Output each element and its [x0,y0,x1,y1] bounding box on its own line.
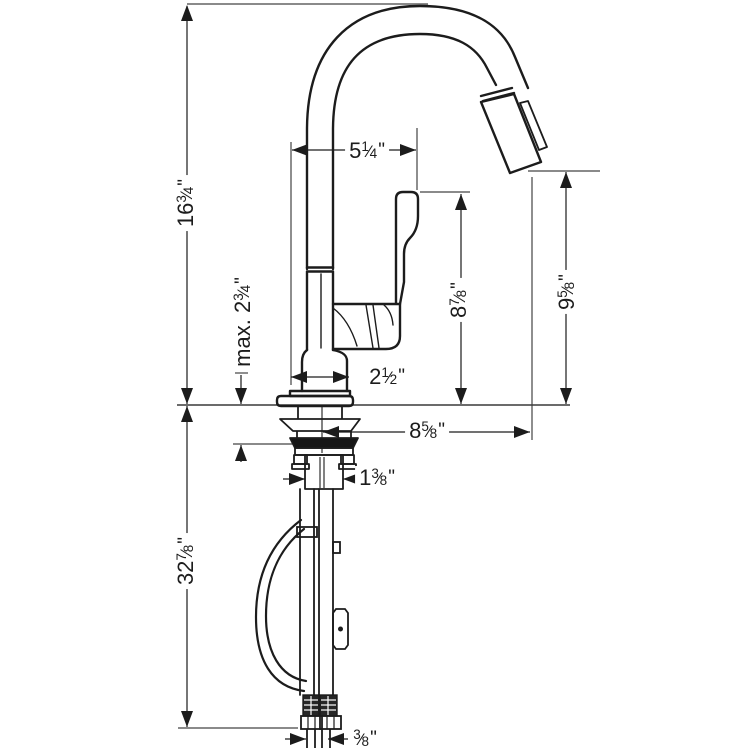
dim-value: 8 [446,305,472,318]
faucet-handle-and-body [320,190,420,351]
dim-below-deck-length-label: 3278" [173,532,199,590]
dim-value: 32 [173,560,199,586]
dim-max-deck-thickness-label: max. 234" [230,273,256,371]
dim-value: 5 [349,138,362,164]
dim-value: 9 [554,297,580,310]
dim-value: 16 [173,202,199,228]
dim-shank-width-label: 138" [355,465,399,491]
dim-base-width-label: 212" [365,364,409,390]
dim-prefix: max. [230,313,256,367]
dim-connection-size-label: 38" [349,726,381,752]
dim-overall-height-label: 1634" [173,174,199,232]
extension-lines [178,3,600,729]
hose-connectors [300,694,342,748]
dim-height-to-handle-top-label: 878" [446,278,472,322]
dim-value: 8 [409,418,422,444]
faucet-spout-outline [275,4,548,408]
dim-value: 2 [230,300,256,314]
dim-height-to-outlet-label: 958" [554,270,580,314]
dimension-arrowheads [181,5,572,745]
dim-value: 1 [359,465,372,491]
dim-reach-to-outlet-label: 858" [405,418,449,444]
dim-spout-reach-top-label: 514" [345,138,389,164]
dim-value: 2 [369,364,382,390]
supply-hoses [254,488,349,696]
mounting-assembly [279,406,361,490]
